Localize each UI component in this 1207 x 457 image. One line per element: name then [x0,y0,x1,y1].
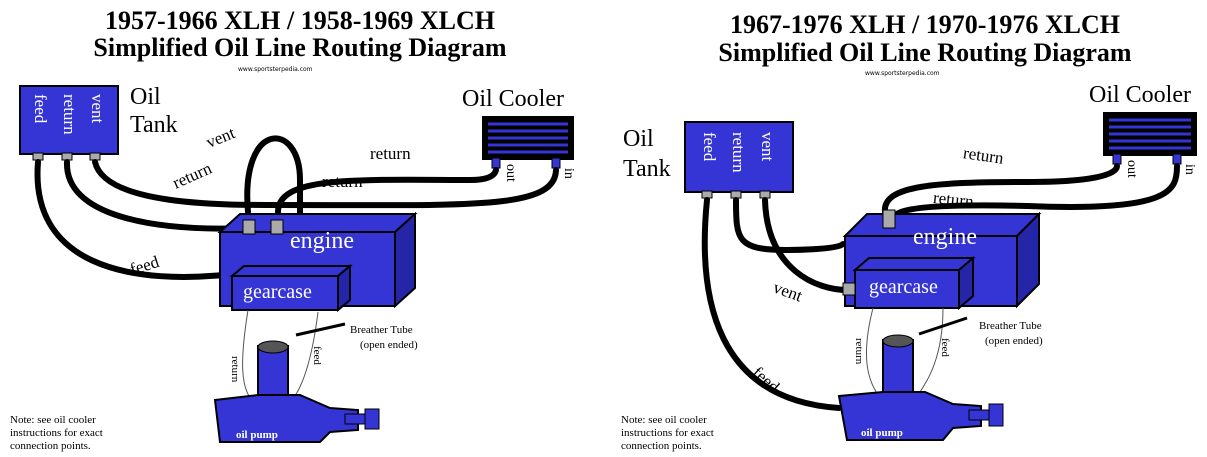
right-tank-port-return: return [729,132,748,173]
right-line-return-mid: return [932,187,975,212]
right-title-line1: 1967-1976 XLH / 1970-1976 XLCH [730,10,1120,39]
right-pump-feed: feed [939,338,951,357]
left-oil-tank-label-1: Oil [130,84,161,110]
left-note-1: Note: see oil cooler [10,414,96,426]
left-oil-tank [19,85,119,155]
right-note-3: connection points. [621,440,702,452]
left-pump-return: return [229,356,241,383]
right-tank-port-feed: feed [700,132,719,162]
right-oil-pump [837,334,1004,441]
right-title-line2: Simplified Oil Line Routing Diagram [718,38,1132,67]
left-oil-tank-label-2: Tank [130,112,178,138]
right-note-1: Note: see oil cooler [621,414,707,426]
right-oil-tank [684,121,794,193]
right-breather-1: Breather Tube [979,320,1042,332]
left-tank-port-return: return [60,94,79,135]
right-gearcase [854,269,960,309]
left-cooler-port-in: in [561,168,576,179]
diagram-left: 1957-1966 XLH / 1958-1969 XLCH Simplifie… [0,0,600,457]
left-line-return-cooler-top: return [370,144,411,163]
right-website: www.sportsterpedia.com [865,70,940,77]
right-oil-tank-label-1: Oil [623,126,654,152]
right-breather-2: (open ended) [985,335,1043,347]
right-gearcase-label: gearcase [869,276,938,298]
right-pump-return: return [853,338,865,365]
left-website: www.sportsterpedia.com [238,66,313,73]
right-oil-cooler-label: Oil Cooler [1089,82,1191,108]
left-line-return-cooler-mid: return [322,172,363,191]
right-oil-pump-label: oil pump [861,427,903,439]
left-title-line2: Simplified Oil Line Routing Diagram [93,33,507,62]
right-tank-port-vent: vent [758,132,777,162]
left-tank-port-vent: vent [88,94,107,124]
left-breather-1: Breather Tube [350,324,413,336]
left-oil-pump-label: oil pump [236,429,278,441]
left-gearcase-label: gearcase [243,281,312,303]
left-oil-cooler-label: Oil Cooler [462,86,564,112]
left-diagram-graphic [19,85,574,443]
right-oil-tank-label-2: Tank [623,156,671,182]
right-diagram-graphic [684,112,1197,441]
left-gearcase [231,275,339,311]
left-breather-2: (open ended) [360,339,418,351]
diagram-right: 1967-1976 XLH / 1970-1976 XLCH Simplifie… [607,0,1207,457]
right-engine-label: engine [913,224,977,250]
right-cooler-port-in: in [1182,164,1197,175]
left-note-3: connection points. [10,440,91,452]
right-cooler-port-out: out [1124,160,1139,178]
left-engine-label: engine [290,228,354,254]
left-note-2: instructions for exact [10,427,103,439]
left-tank-port-feed: feed [31,94,50,124]
right-note-2: instructions for exact [621,427,714,439]
left-cooler-port-out: out [503,164,518,182]
left-pump-feed: feed [311,346,323,365]
left-title-line1: 1957-1966 XLH / 1958-1969 XLCH [105,6,495,35]
left-oil-pump [213,340,380,443]
